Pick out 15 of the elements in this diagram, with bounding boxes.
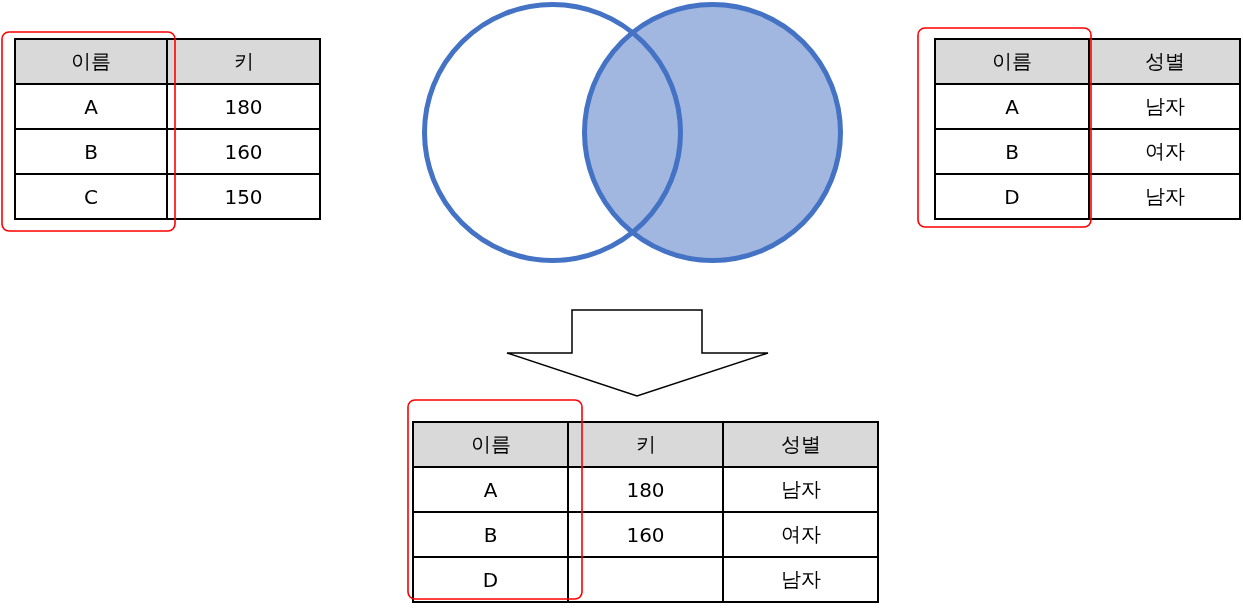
table-cell: C: [14, 173, 168, 220]
header-cell: 이름: [934, 38, 1090, 85]
table-cell: D: [934, 173, 1090, 220]
header-cell: 키: [166, 38, 321, 85]
table-cell: D: [412, 556, 569, 603]
table-cell: 남자: [1088, 173, 1241, 220]
header-cell: 이름: [412, 421, 569, 468]
table-cell: 남자: [722, 556, 879, 603]
venn-circle: [421, 1, 683, 263]
header-cell: 키: [567, 421, 724, 468]
header-cell: 이름: [14, 38, 168, 85]
header-cell: 성별: [722, 421, 879, 468]
header-cell: 성별: [1088, 38, 1241, 85]
table-cell: 150: [166, 173, 321, 220]
venn-circle: [581, 1, 843, 263]
